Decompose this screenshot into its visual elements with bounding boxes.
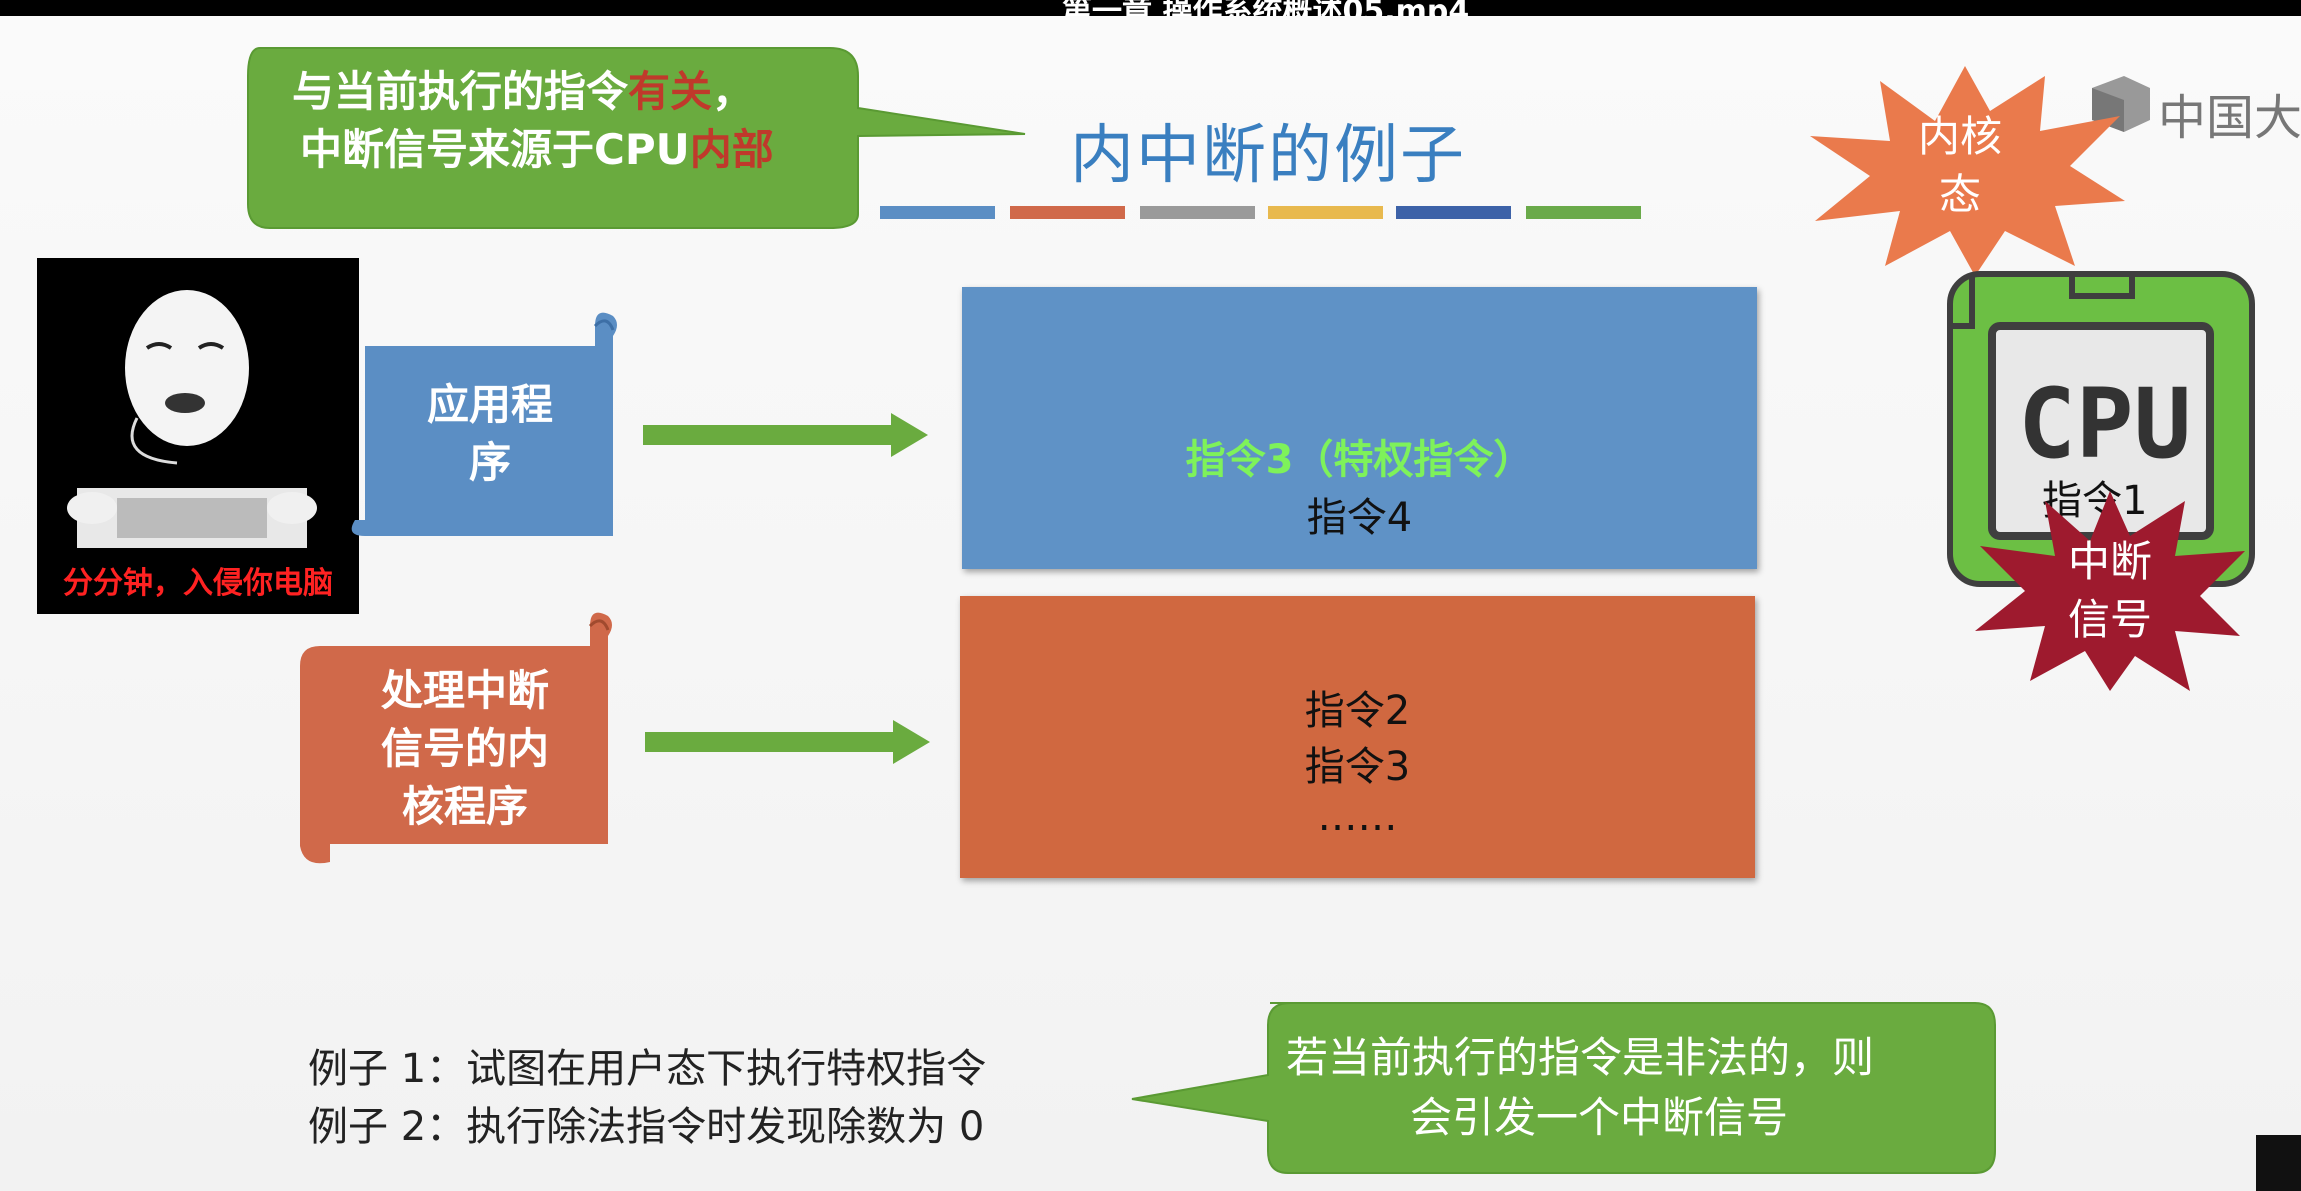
callout-bubble-bottom — [1131, 1002, 1996, 1174]
instruction-4: 指令4 — [1306, 495, 1413, 541]
privileged-instruction: 指令3（特权指令） — [1185, 437, 1534, 483]
instruction-2: 指令2 — [1304, 688, 1411, 734]
instructions-ellipsis: …… — [1317, 794, 1398, 840]
kernel-mode-burst — [1810, 66, 2125, 276]
title-color-bar — [1140, 206, 1255, 219]
callout-bottom-line2: 会引发一个中断信号 — [1410, 1093, 1789, 1142]
arrow-right-icon — [643, 413, 928, 457]
kernel-program-scroll — [300, 612, 612, 864]
title-color-bar — [880, 206, 995, 219]
video-title-bar: 第一章 操作系统概述05.mp4 — [0, 0, 2301, 16]
app-program-label: 应用程 序 — [426, 380, 553, 487]
title-color-bar — [1268, 206, 1383, 219]
user-program-instructions-box: 指令3（特权指令） 指令4 — [962, 287, 1757, 569]
title-color-bar — [1010, 206, 1125, 219]
callout-top-line1: 与当前执行的指令有关， — [292, 67, 755, 116]
callout-top-line2: 中断信号来源于CPU内部 — [300, 125, 774, 174]
callout-bubble-top — [247, 47, 1026, 229]
kernel-instructions-box: 指令2 指令3 …… — [960, 596, 1755, 878]
meme-caption: 分分钟，入侵你电脑 — [63, 566, 333, 601]
cpu-label: CPU — [2018, 368, 2192, 480]
interrupt-signal-burst — [1975, 491, 2245, 691]
interrupt-signal-label: 中断 信号 — [2067, 537, 2152, 644]
player-edge — [2256, 1135, 2301, 1191]
callout-bottom-line1: 若当前执行的指令是非法的，则 — [1286, 1033, 1875, 1082]
arrow-right-icon — [645, 720, 930, 764]
app-program-scroll — [351, 312, 617, 536]
instruction-3: 指令3 — [1304, 744, 1411, 790]
video-title: 第一章 操作系统概述05.mp4 — [1062, 0, 1469, 16]
title-color-bar — [1396, 206, 1511, 219]
example-1: 例子 1：试图在用户态下执行特权指令 — [308, 1046, 987, 1092]
example-2: 例子 2：执行除法指令时发现除数为 0 — [308, 1104, 985, 1150]
kernel-mode-label: 内核 态 — [1917, 112, 2002, 219]
meme-image: 分分钟，入侵你电脑 — [37, 258, 359, 614]
kernel-program-label: 处理中断 信号的内 核程序 — [380, 666, 549, 831]
title-color-bar — [1526, 206, 1641, 219]
watermark-text: 中国大学 — [2158, 90, 2301, 146]
slide: 与当前执行的指令有关， 中断信号来源于CPU内部 内中断的例子 — [0, 16, 2301, 1191]
troll-face-icon — [67, 290, 317, 548]
slide-title: 内中断的例子 — [1070, 119, 1466, 193]
